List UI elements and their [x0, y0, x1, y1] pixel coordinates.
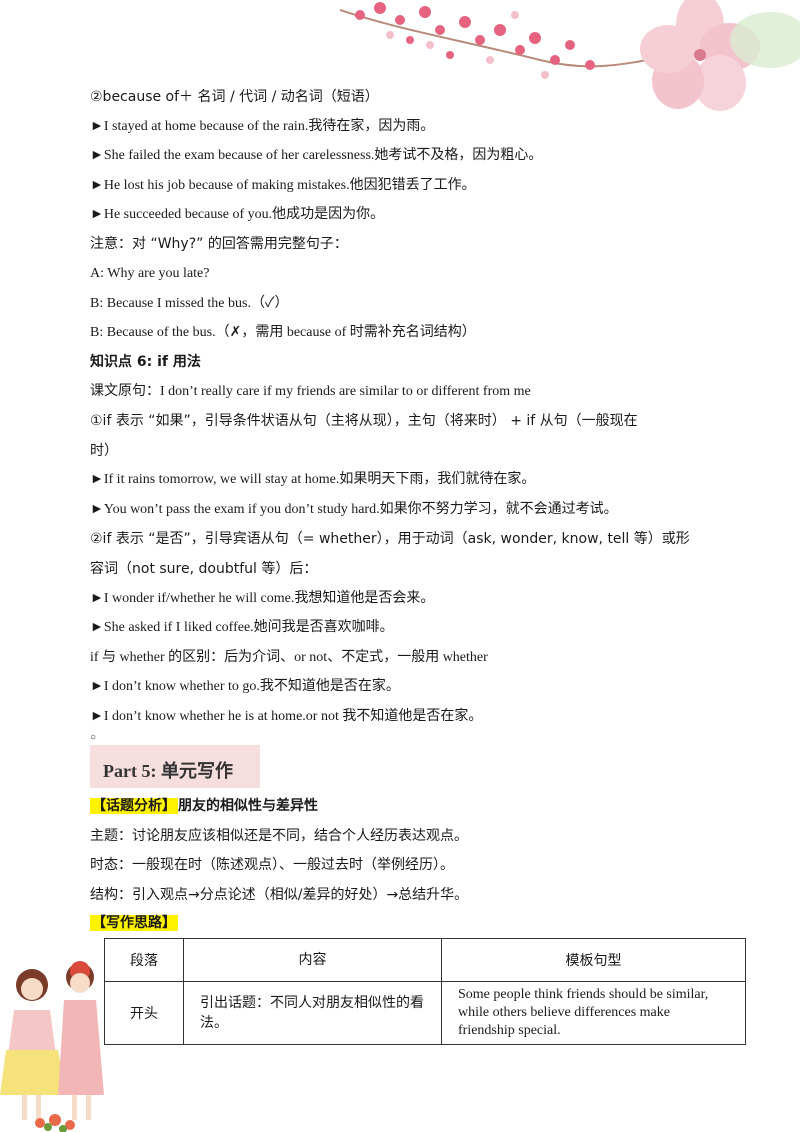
text-line: if 与 whether 的区别：后为介词、or not、不定式，一般用 whe… [90, 650, 488, 665]
note-line: 注意：对 “Why?” 的回答需用完整句子： [90, 236, 348, 252]
topic-title: 朋友的相似性与差异性 [178, 798, 318, 814]
table-cell: 开头 [104, 981, 184, 1045]
example-sentence: ►He lost his job because of making mista… [90, 178, 476, 193]
cherry-blossom-decoration [340, 0, 800, 111]
part-heading-background [90, 745, 260, 788]
text-line: ②if 表示 “是否”，引导宾语从句（= whether），用于动词（ask, … [90, 531, 690, 547]
table-row: 开头 引出话题：不同人对朋友相似性的看法。 Some people think … [104, 981, 746, 1045]
table-header-row: 段落 内容 模板句型 [104, 938, 746, 982]
table-header: 模板句型 [441, 938, 746, 982]
table-cell: 引出话题：不同人对朋友相似性的看法。 [183, 981, 442, 1045]
writing-heading: 【写作思路】 [90, 913, 178, 934]
example-sentence: ►She asked if I liked coffee.她问我是否喜欢咖啡。 [90, 620, 394, 635]
paragraph-mark: ○ [90, 732, 97, 743]
text-line: ②because of＋ 名词 / 代词 / 动名词（短语） [90, 89, 379, 105]
dialogue-line: B: Because I missed the bus.（✓） [90, 296, 289, 311]
topic-tag: 【话题分析】 [90, 798, 178, 814]
topic-line: 结构：引入观点→分点论述（相似/差异的好处）→总结升华。 [90, 887, 469, 903]
part-title-text: 单元写作 [160, 761, 233, 782]
writing-template-table: 段落 内容 模板句型 开头 引出话题：不同人对朋友相似性的看法。 Some pe… [104, 938, 746, 1045]
example-sentence: ►She failed the exam because of her care… [90, 148, 543, 163]
example-sentence: ►You won’t pass the exam if you don’t st… [90, 502, 618, 517]
topic-line: 主题：讨论朋友应该相似还是不同，结合个人经历表达观点。 [90, 828, 468, 844]
example-sentence: ►I wonder if/whether he will come.我想知道他是… [90, 591, 435, 606]
example-sentence: ►I stayed at home because of the rain.我待… [90, 119, 435, 134]
dialogue-line: B: Because of the bus.（✗，需用 because of 时… [90, 325, 476, 340]
text-line: 容词（not sure, doubtful 等）后： [90, 561, 318, 577]
part-label: Part 5: [103, 761, 157, 781]
text-line: ①if 表示 “如果”，引导条件状语从句（主将从现），主句（将来时） + if … [90, 413, 638, 429]
example-sentence: ►I don’t know whether to go.我不知道他是否在家。 [90, 679, 400, 694]
example-sentence: ►He succeeded because of you.他成功是因为你。 [90, 207, 385, 222]
table-header: 内容 [183, 938, 442, 982]
topic-heading: 【话题分析】朋友的相似性与差异性 [90, 796, 318, 817]
topic-line: 时态：一般现在时（陈述观点）、一般过去时（举例经历）。 [90, 857, 454, 873]
writing-tag: 【写作思路】 [90, 915, 178, 931]
girls-illustration [0, 961, 104, 1132]
source-sentence: 课文原句：I don’t really care if my friends a… [90, 384, 531, 399]
section-heading: 知识点 6: if 用法 [90, 354, 201, 370]
dialogue-line: A: Why are you late? [90, 266, 210, 281]
table-cell: Some people think friends should be simi… [441, 981, 746, 1045]
example-sentence: ►If it rains tomorrow, we will stay at h… [90, 472, 536, 487]
text-line: 时） [90, 443, 118, 459]
part-heading: Part 5: 单元写作 [103, 757, 233, 783]
example-sentence: ►I don’t know whether he is at home.or n… [90, 709, 483, 724]
table-header: 段落 [104, 938, 184, 982]
